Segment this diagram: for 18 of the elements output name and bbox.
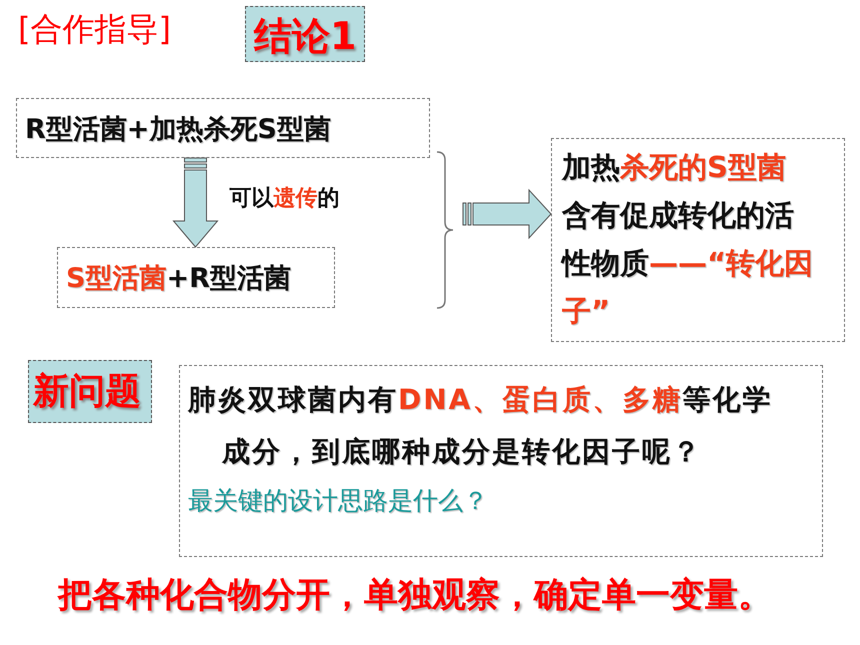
section-heading: [合作指导] [18, 9, 171, 50]
edge-label: 可以遗传的 [230, 184, 340, 212]
hint-text: 最关键的设计思路是什么？ [188, 485, 489, 517]
tag-label: 新问题 [33, 370, 141, 414]
question-text: 肺炎双球菌内有DNA、蛋白质、多糖等化学成分，到底哪种成分是转化因子呢？ [188, 382, 774, 470]
process-box [57, 247, 335, 308]
block-arrow [172, 158, 219, 248]
question-box [179, 365, 823, 557]
conclusion-box [551, 138, 845, 342]
title-tag [245, 6, 365, 62]
process-box [16, 98, 430, 158]
conclusion-sentence: 把各种化合物分开，单独观察，确定单一变量。 [58, 574, 772, 617]
box-text: S型活菌+R型活菌 [66, 262, 291, 296]
block-arrow [462, 188, 552, 240]
tag-label: 结论1 [254, 13, 356, 60]
question-tag [28, 360, 152, 423]
conclusion-text: 加热杀死的S型菌含有促成转化的活性物质——“转化因子” [562, 149, 814, 330]
box-text: R型活菌+加热杀死S型菌 [25, 113, 331, 147]
